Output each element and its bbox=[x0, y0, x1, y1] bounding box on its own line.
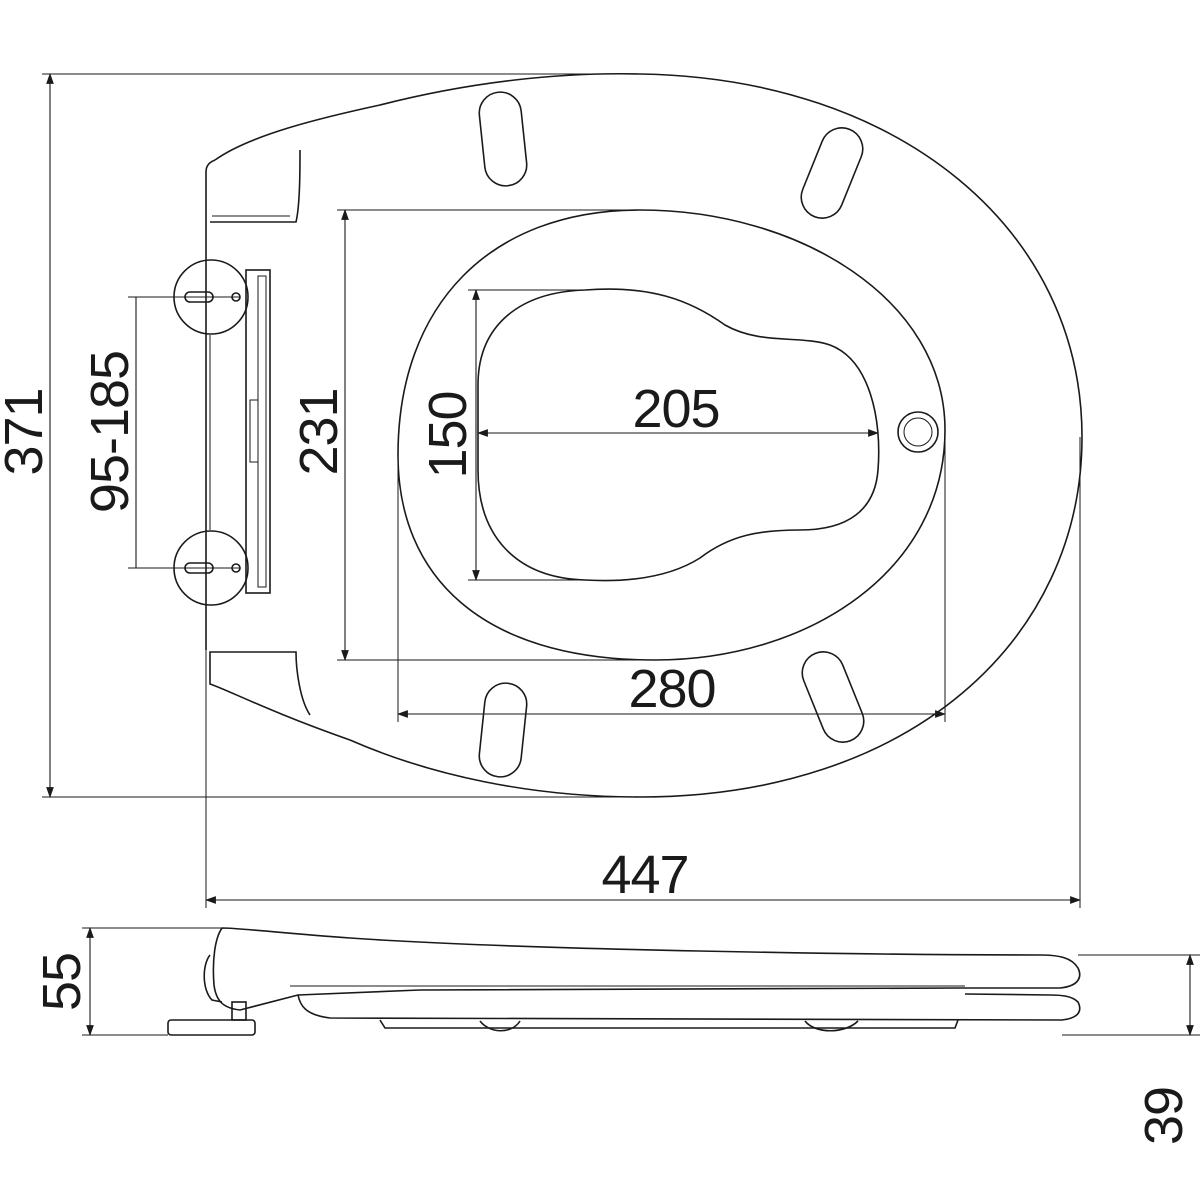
seat-inner-outline bbox=[397, 209, 946, 661]
bidet-hole-icon bbox=[897, 411, 939, 453]
lid-outline bbox=[212, 927, 1081, 1011]
bumper-slot-bottom-left bbox=[478, 682, 528, 778]
bumper-pad-icon bbox=[479, 1020, 521, 1032]
hinge-plate-icon bbox=[173, 259, 271, 606]
dim-label-seat-height: 39 bbox=[1134, 1087, 1194, 1145]
dim-label-hinge-spacing: 95-185 bbox=[80, 351, 140, 513]
dim-label-opening-length: 205 bbox=[632, 379, 719, 439]
dim-label-inner-width: 280 bbox=[628, 659, 715, 719]
bumper-slot-top-right bbox=[800, 127, 864, 219]
dim-label-inner-length: 231 bbox=[289, 388, 349, 475]
dimension-lines bbox=[42, 72, 1200, 1037]
bumper-slot-bottom-right bbox=[801, 651, 865, 743]
dimension-labels: 371 95-185 231 150 205 280 447 55 39 bbox=[0, 351, 1194, 1145]
dim-label-overall-width: 447 bbox=[601, 845, 688, 905]
bumper-slot-top-left bbox=[478, 91, 528, 187]
side-view bbox=[167, 927, 1081, 1036]
dim-label-side-height: 55 bbox=[32, 953, 92, 1011]
ring-outline bbox=[297, 993, 1081, 1021]
dim-label-overall-depth: 371 bbox=[0, 388, 54, 475]
dim-label-opening-width: 150 bbox=[418, 391, 478, 478]
top-view bbox=[173, 72, 1083, 798]
